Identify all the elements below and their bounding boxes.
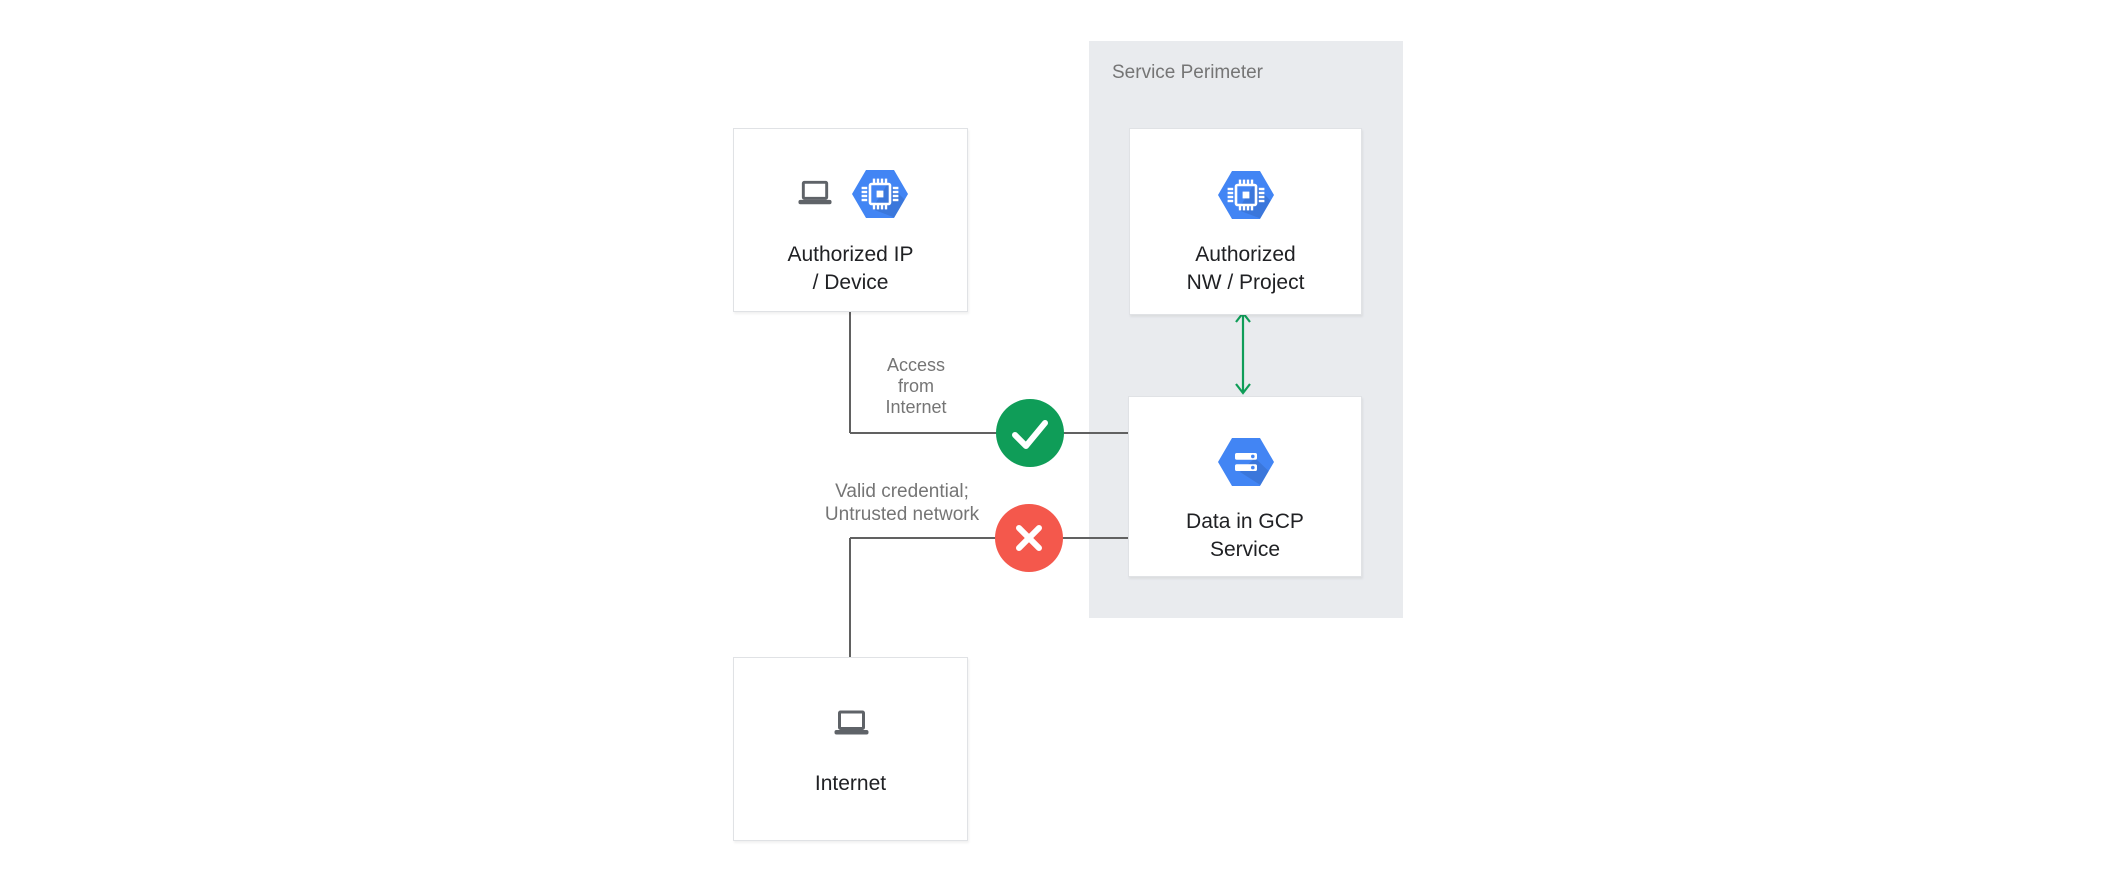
node-label-line: Authorized IP (787, 243, 914, 266)
gcp-storage-hexagon-icon (1218, 438, 1274, 486)
edge-label-line: Internet (885, 397, 947, 417)
node-label: Authorized NW / Project (1130, 241, 1361, 297)
allowed-edge-label: Access from Internet (851, 355, 981, 418)
gcp-compute-hexagon-icon (1218, 171, 1274, 219)
x-icon (1016, 525, 1042, 551)
node-label: Internet (734, 770, 967, 798)
denied-edge-label: Valid credential; Untrusted network (787, 480, 1017, 526)
node-label-line: NW / Project (1186, 271, 1305, 294)
connector-internet-up (849, 538, 851, 657)
node-label-line: Authorized (1195, 243, 1296, 266)
node-label-line: Internet (814, 772, 887, 795)
gcp-compute-hexagon-icon (852, 170, 908, 218)
service-perimeter-label: Service Perimeter (1112, 62, 1263, 83)
node-label-line: / Device (812, 271, 889, 294)
node-label: Authorized IP / Device (734, 241, 967, 297)
connector-allowed-horizontal (850, 432, 1128, 434)
denied-badge (995, 504, 1063, 572)
node-authorized-nw-project: Authorized NW / Project (1129, 128, 1362, 315)
node-label: Data in GCP Service (1129, 508, 1361, 564)
node-label-line: Data in GCP (1186, 510, 1304, 533)
node-label-line: Service (1209, 538, 1281, 561)
allowed-badge (996, 399, 1064, 467)
edge-label-line: Valid credential; (835, 481, 969, 502)
node-authorized-ip-device: Authorized IP / Device (733, 128, 968, 312)
edge-label-line: Access (886, 355, 946, 375)
double-arrow-icon (1235, 311, 1251, 395)
connector-ipdevice-down (849, 312, 851, 433)
laptop-icon (798, 180, 832, 205)
connector-denied-horizontal (850, 537, 1128, 539)
check-icon (1012, 420, 1048, 449)
node-data-in-gcp-service: Data in GCP Service (1128, 396, 1362, 577)
laptop-icon (834, 710, 869, 735)
edge-label-line: Untrusted network (824, 504, 980, 525)
edge-label-line: from (898, 376, 934, 396)
node-internet: Internet (733, 657, 968, 841)
